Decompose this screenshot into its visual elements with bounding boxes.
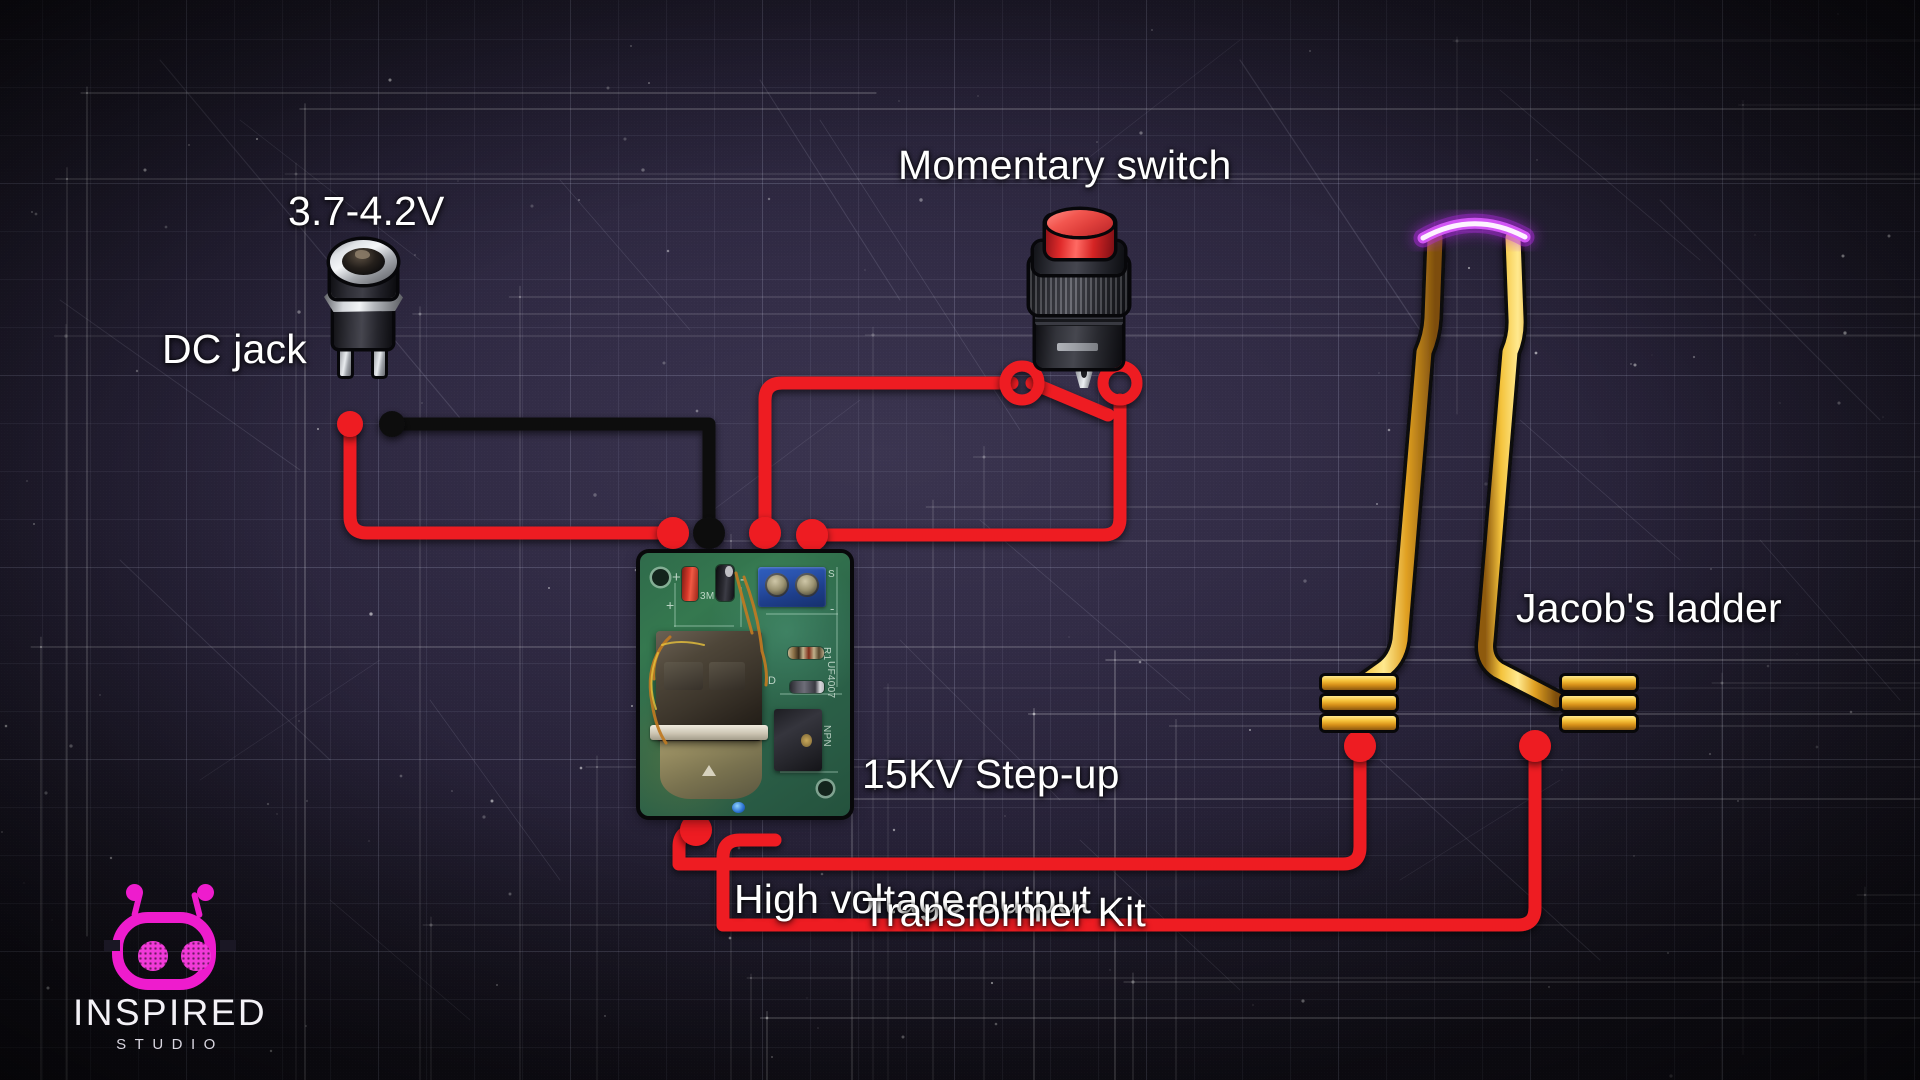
label-high-voltage-output: High voltage output [734, 876, 1092, 922]
pcb-board: + + - - S 3M R1 UF4007 NPN D [640, 553, 850, 816]
pcb-silk-3m: 3M [700, 591, 715, 602]
dc-jack-pin-left [340, 336, 351, 376]
terminal-bar [1562, 716, 1636, 730]
terminal-screw-right [795, 573, 819, 597]
dc-jack-socket-hole [342, 248, 385, 275]
robot-eye-right [181, 941, 211, 971]
pcb-silk-s: S [828, 569, 835, 580]
switch-red-cap-top [1047, 210, 1113, 236]
pcb-silk-d: D [768, 675, 777, 687]
pcb-magnet-wires [648, 571, 768, 745]
pcb-trace [780, 693, 842, 695]
logo-text-inspired: INSPIRED [73, 992, 267, 1033]
pcb-transistor-npn [774, 709, 822, 771]
pcb-capacitor-black [716, 565, 734, 601]
pcb-transformer-cable-tie [650, 725, 768, 740]
pcb-silk-minus-right: - [830, 601, 835, 616]
robot-eye-left [138, 941, 168, 971]
wire-dc-negative [385, 417, 716, 540]
terminal-bar [1322, 676, 1396, 690]
pcb-terminal-block [758, 567, 826, 607]
node-board-in-negative [693, 517, 725, 549]
node-hv-left [680, 814, 712, 846]
pcb-capacitor-red [682, 567, 698, 601]
pcb-resistor-r1 [788, 647, 824, 659]
pcb-trace [836, 567, 838, 687]
wire-hv-right [716, 747, 1542, 932]
electrode-terminal-left [1322, 676, 1396, 732]
node-board-switch-a [749, 517, 781, 549]
pcb-trace [780, 771, 838, 773]
brand-logo: INSPIRED STUDIO [60, 884, 280, 1053]
terminal-bar [1322, 696, 1396, 710]
label-voltage: 3.7-4.2V [288, 188, 445, 234]
electrode-terminal-right [1562, 676, 1636, 732]
pcb-trace [674, 625, 734, 627]
node-board-in-positive [657, 517, 689, 549]
wire-dc-positive [343, 417, 680, 540]
pcb-mount-hole [818, 781, 833, 796]
wire-switch-left [758, 376, 1019, 540]
pcb-silk-plus-left: + [666, 597, 675, 613]
label-jacobs-ladder: Jacob's ladder [1516, 585, 1782, 631]
wire-switch-right [805, 393, 1127, 542]
node-dc-negative [379, 411, 405, 437]
dc-jack-component[interactable] [322, 238, 406, 376]
node-board-switch-b [796, 519, 828, 551]
pcb-silk-minus: - [740, 571, 746, 588]
pcb-trace [674, 583, 676, 627]
node-dc-positive [337, 411, 363, 437]
terminal-bar [1562, 696, 1636, 710]
terminal-bar [1562, 676, 1636, 690]
robot-notch-left [104, 940, 120, 951]
robot-antenna-ball-right [197, 884, 214, 901]
switch-terminal-right [1097, 360, 1143, 406]
momentary-switch-component[interactable] [1024, 210, 1136, 388]
pcb-blue-led [732, 802, 745, 813]
pcb-transformer-core [656, 631, 762, 741]
switch-lever [1025, 376, 1115, 422]
jacobs-ladder-component[interactable] [1300, 210, 1660, 730]
label-transformer-kit-line1: 15KV Step-up [862, 750, 1120, 797]
pcb-diode-uf4007 [790, 681, 824, 693]
node-electrode-right [1519, 730, 1551, 762]
robot-antenna-ball-left [126, 884, 143, 901]
electric-arc [1413, 213, 1535, 248]
pcb-trace [740, 587, 742, 627]
pcb-silk-plus: + [672, 569, 682, 586]
terminal-screw-left [765, 573, 789, 597]
label-dc-jack: DC jack [162, 326, 307, 372]
robot-notch-right [220, 940, 236, 951]
label-transformer-kit-line2: Transformer Kit [862, 888, 1146, 935]
pcb-mount-hole [652, 569, 669, 586]
robot-head-outline [112, 912, 216, 990]
node-electrode-left [1344, 730, 1376, 762]
transformer-kit-component[interactable]: + + - - S 3M R1 UF4007 NPN D [640, 553, 850, 816]
switch-terminal-left [999, 360, 1045, 406]
label-transformer-kit: 15KV Step-up Transformer Kit [862, 660, 1146, 1027]
label-momentary-switch: Momentary switch [898, 142, 1232, 188]
pcb-transformer-arrow [702, 765, 716, 776]
terminal-bar [1322, 716, 1396, 730]
logo-text-studio: STUDIO [116, 1036, 224, 1053]
pcb-trace [766, 613, 838, 615]
dc-jack-pin-right [374, 336, 385, 376]
